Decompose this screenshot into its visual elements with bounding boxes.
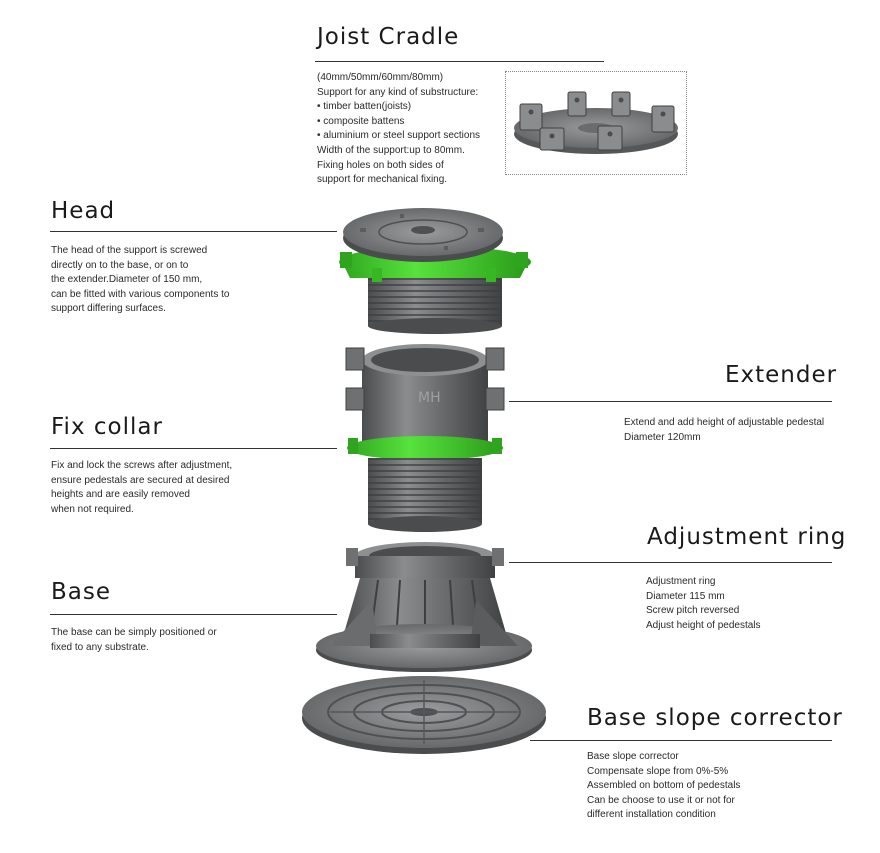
adjustment-ring-line: Adjust height of pedestals xyxy=(646,619,761,631)
joist-cradle-line: support for mechanical fixing. xyxy=(317,174,448,186)
head-line: the extender.Diameter of 150 mm, xyxy=(51,274,203,286)
head-rule xyxy=(50,231,337,232)
fix-collar-line: heights and are easily removed xyxy=(51,489,190,501)
base-slope-corrector-title: Base slope corrector xyxy=(587,705,843,731)
extender-rule xyxy=(509,401,832,402)
joist-cradle-line: • timber batten(joists) xyxy=(317,101,412,113)
base-slope-corrector-line: Compensate slope from 0%-5% xyxy=(587,765,729,777)
adjustment-ring-rule xyxy=(509,562,832,563)
joist-cradle-line: Fixing holes on both sides of xyxy=(317,159,444,171)
extender-title: Extender xyxy=(725,362,838,388)
base-component-image xyxy=(316,542,532,672)
adjustment-ring-title: Adjustment ring xyxy=(647,524,847,550)
base-slope-corrector-image xyxy=(302,676,546,754)
joist-cradle-rule xyxy=(315,61,604,62)
head-line: support differing surfaces. xyxy=(51,303,166,315)
base-line: The base can be simply positioned or xyxy=(51,627,217,638)
extender-description: Extend and add height of adjustable pede… xyxy=(624,416,824,445)
adjustment-ring-line: Diameter 115 mm xyxy=(646,590,725,602)
base-slope-corrector-line: Assembled on bottom of pedestals xyxy=(587,780,741,792)
fix-collar-line: Fix and lock the screws after adjustment… xyxy=(51,460,233,471)
extender-component-image: MH xyxy=(345,344,505,532)
head-line: directly on to the base, or on to xyxy=(51,259,189,271)
base-slope-corrector-line: Base slope corrector xyxy=(587,751,679,762)
base-line: fixed to any substrate. xyxy=(51,641,149,653)
joist-cradle-line: Width of the support:up to 80mm. xyxy=(317,144,465,156)
head-title: Head xyxy=(51,198,116,224)
base-description: The base can be simply positioned or fix… xyxy=(51,626,217,655)
head-line: can be fitted with various components to xyxy=(51,288,230,300)
base-rule xyxy=(50,614,337,615)
fix-collar-description: Fix and lock the screws after adjustment… xyxy=(51,459,232,517)
joist-cradle-line: (40mm/50mm/60mm/80mm) xyxy=(317,72,444,83)
joist-cradle-image-frame xyxy=(505,71,687,175)
adjustment-ring-description: Adjustment ring Diameter 115 mm Screw pi… xyxy=(646,575,761,633)
fix-collar-rule xyxy=(50,448,337,449)
head-description: The head of the support is screwed direc… xyxy=(51,244,229,317)
head-line: The head of the support is screwed xyxy=(51,245,208,256)
extender-line: Diameter 120mm xyxy=(624,431,701,443)
adjustment-ring-line: Adjustment ring xyxy=(646,576,716,587)
base-slope-corrector-rule xyxy=(530,740,832,741)
head-component-image xyxy=(339,208,531,334)
joist-cradle-image xyxy=(514,91,678,154)
base-slope-corrector-description: Base slope corrector Compensate slope fr… xyxy=(587,750,740,823)
fix-collar-line: ensure pedestals are secured at desired xyxy=(51,474,230,486)
adjustment-ring-line: Screw pitch reversed xyxy=(646,605,740,617)
fix-collar-line: when not required. xyxy=(51,503,134,515)
joist-cradle-line: • aluminium or steel support sections xyxy=(317,130,481,142)
joist-cradle-title: Joist Cradle xyxy=(317,24,460,50)
extender-line: Extend and add height of adjustable pede… xyxy=(624,417,825,428)
base-slope-corrector-line: Can be choose to use it or not for xyxy=(587,794,735,806)
fix-collar-title: Fix collar xyxy=(51,414,163,440)
base-title: Base xyxy=(51,579,112,605)
svg-text:MH: MH xyxy=(418,390,441,406)
joist-cradle-description: (40mm/50mm/60mm/80mm) Support for any ki… xyxy=(317,71,480,188)
joist-cradle-line: Support for any kind of substructure: xyxy=(317,86,479,98)
joist-cradle-line: • composite battens xyxy=(317,115,405,127)
base-slope-corrector-line: different installation condition xyxy=(587,809,716,821)
